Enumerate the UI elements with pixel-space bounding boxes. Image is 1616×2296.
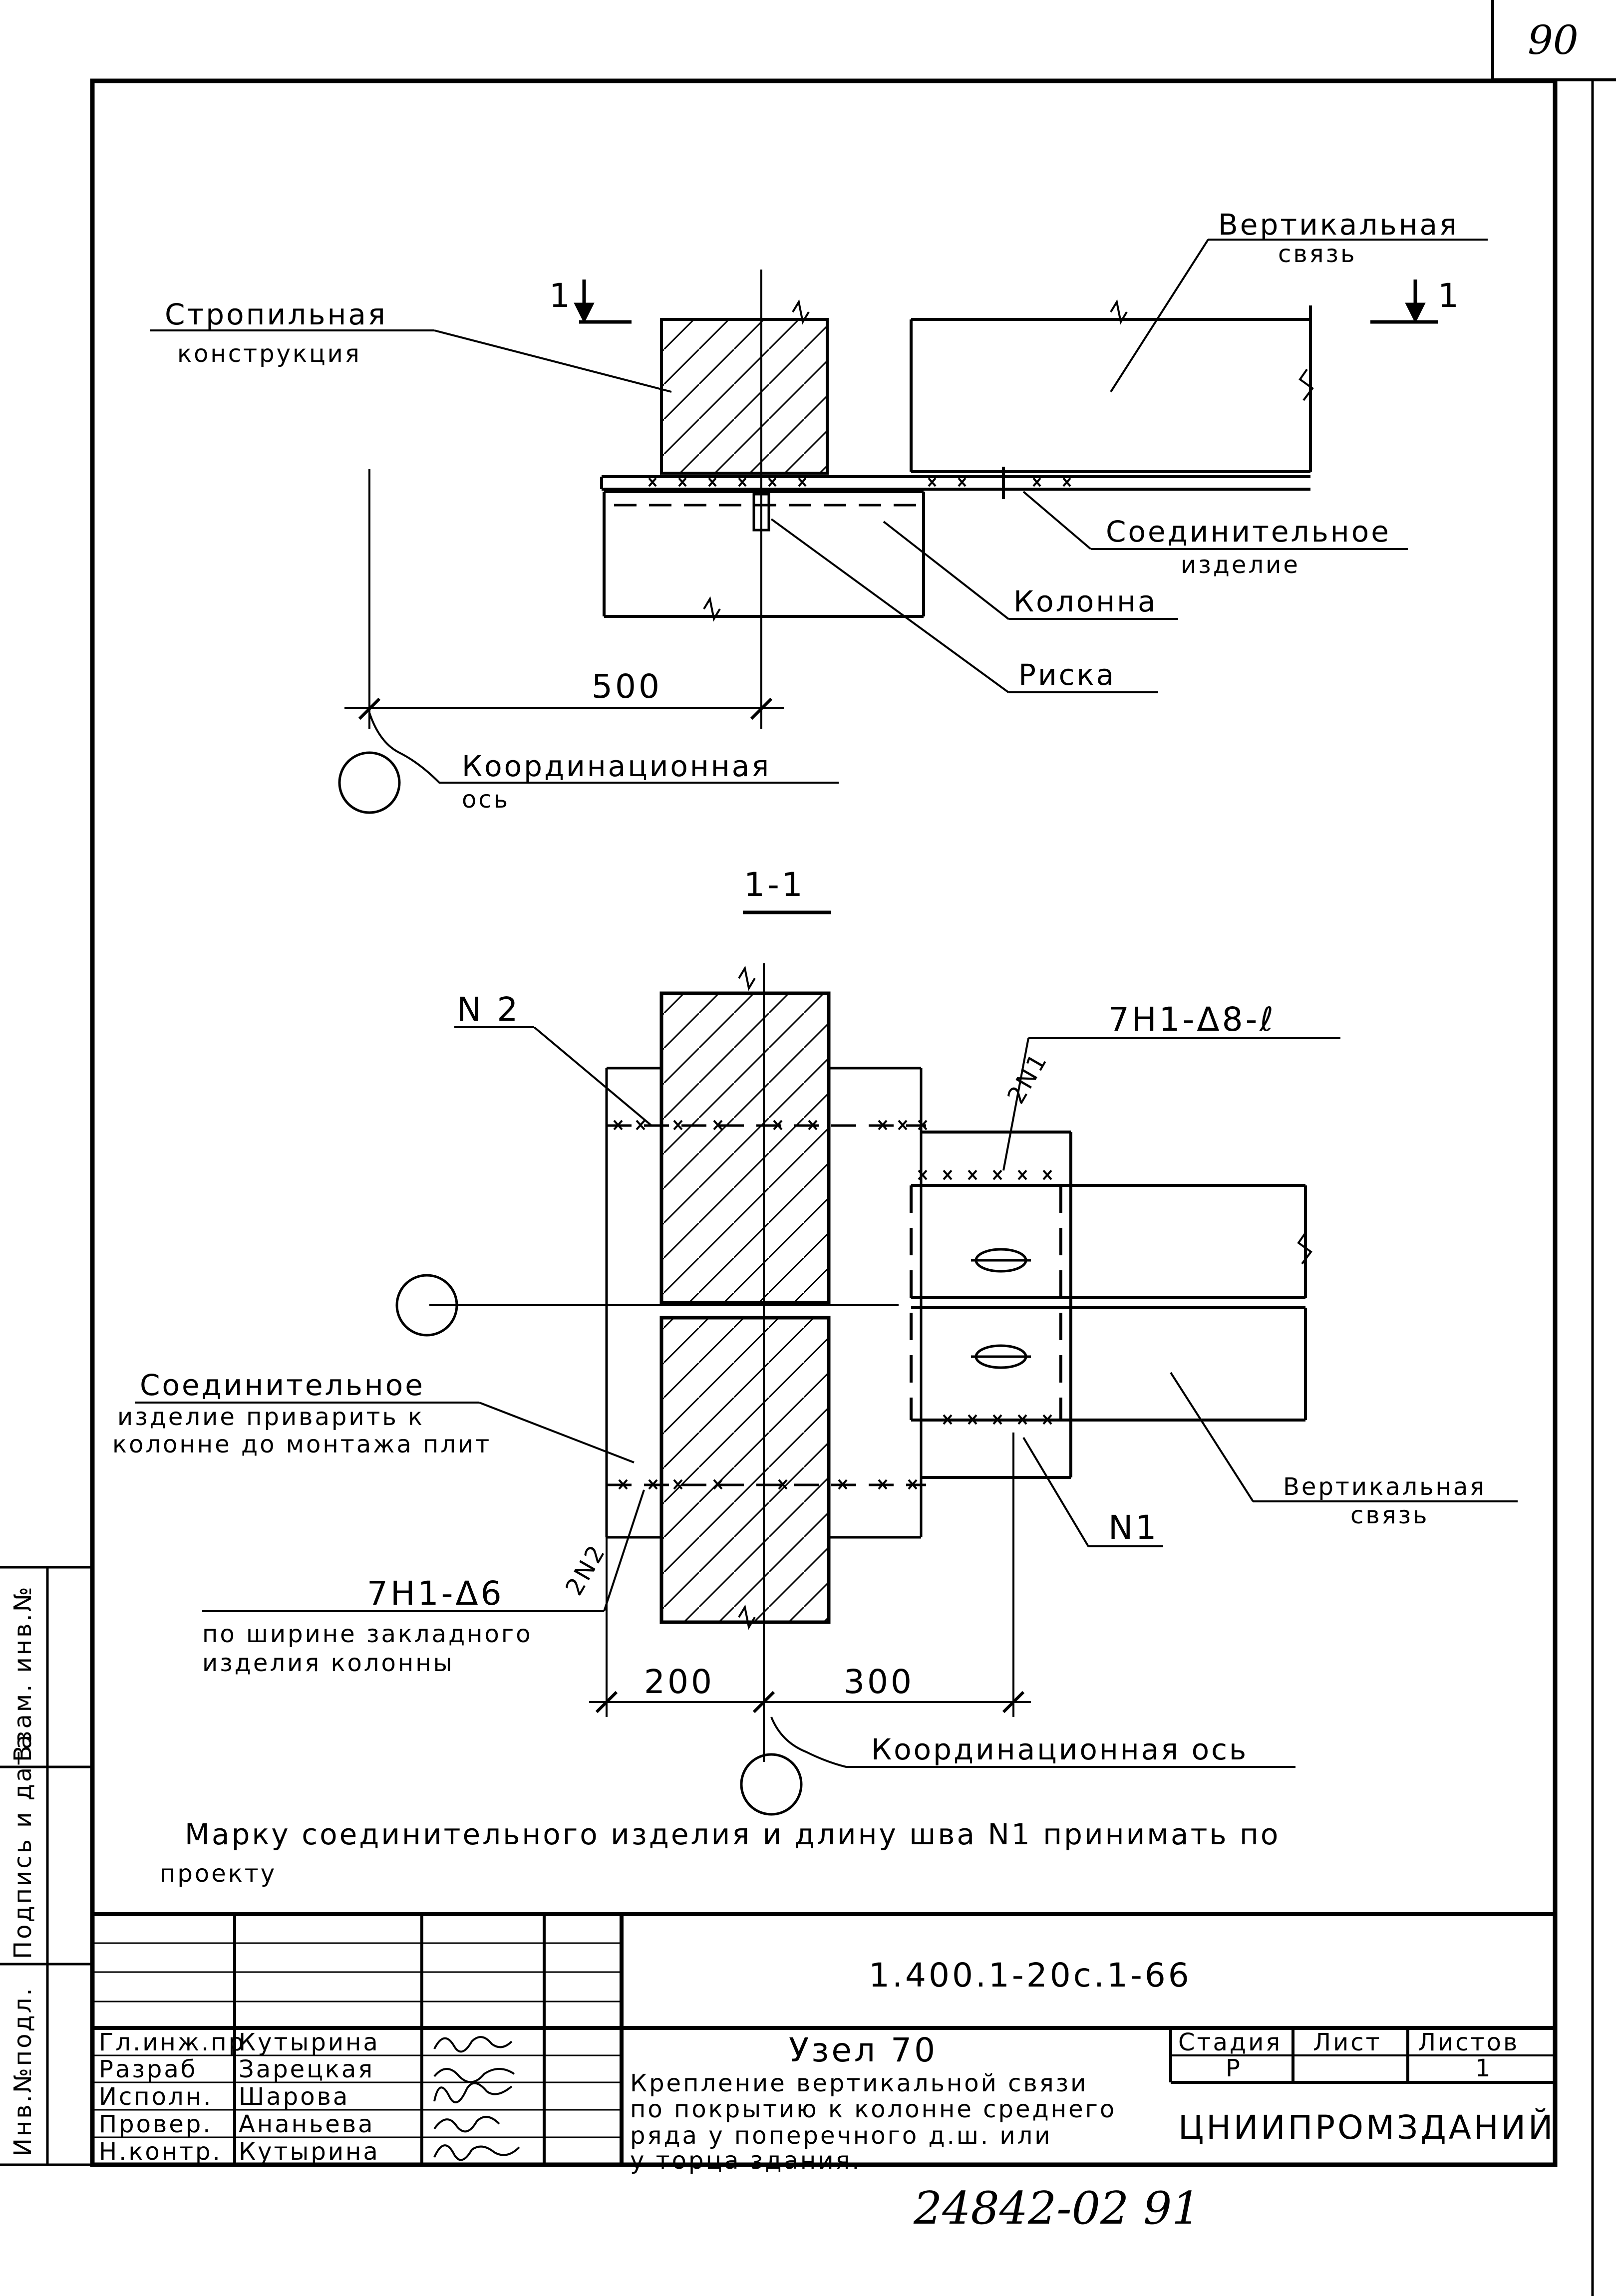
bolts	[971, 1248, 1031, 1369]
label-connector-1: Соединительное	[1106, 515, 1391, 549]
column-block-bottom	[659, 1316, 831, 1624]
axis-bubble-elevation	[338, 751, 401, 814]
label-connector-note-3: колонне до монтажа плит	[112, 1431, 491, 1458]
name-2: Шарова	[239, 2083, 349, 2111]
section-view: 1-1	[112, 865, 1518, 1816]
break-marks-elevation	[703, 299, 1314, 622]
header-sheets: Листов	[1418, 2028, 1519, 2056]
name-3: Ананьева	[239, 2110, 375, 2138]
section-mark-left: 1	[549, 277, 573, 315]
column-elevation	[603, 490, 925, 618]
label-vbrace-1: Вертикальная	[1218, 208, 1459, 242]
node-title: Узел 70	[789, 2031, 938, 2069]
vertical-brace-elevation	[910, 305, 1312, 473]
desc-line-4: у торца здания.	[630, 2147, 862, 2175]
label-axis-2: ось	[462, 786, 510, 814]
role-0: Гл.инж.пр	[99, 2028, 246, 2056]
note-line-1: Марку соединительного изделия и длину шв…	[185, 1817, 1280, 1851]
page-number: 90	[1528, 17, 1579, 63]
dim-200: 200	[644, 1663, 714, 1701]
label-n2: N 2	[457, 990, 520, 1029]
axis-bubble-section-left	[395, 1274, 458, 1337]
section-cut-marks	[574, 280, 1438, 324]
label-weld-note-1: по ширине закладного	[202, 1620, 533, 1648]
name-1: Зарецкая	[239, 2055, 374, 2083]
rafter-hatched	[660, 318, 829, 475]
elevation-view: 500 1 1 Стропильная констр	[150, 208, 1488, 814]
column-block-top	[659, 991, 831, 1305]
dim-500: 500	[592, 667, 662, 706]
label-vbrace-2: связь	[1278, 240, 1356, 268]
header-stage: Стадия	[1178, 2028, 1282, 2056]
name-4: Кутырина	[239, 2138, 380, 2166]
brace-gusset	[910, 1131, 1072, 1479]
section-title: 1-1	[744, 865, 805, 904]
label-axis-1: Координационная	[462, 749, 771, 783]
signatures	[433, 2036, 520, 2161]
label-2n1: 2N1	[1002, 1048, 1053, 1109]
note-line-2: проекту	[160, 1860, 277, 1888]
label-weld-left: 7Н1-Δ6	[367, 1574, 504, 1613]
role-2: Исполн.	[99, 2083, 213, 2111]
section-leaders	[135, 1026, 1518, 1612]
label-column: Колонна	[1013, 584, 1158, 618]
label-weld-note-2: изделия колонны	[202, 1649, 454, 1677]
label-axis-section: Координационная ось	[871, 1732, 1248, 1766]
axis-leader-elevation	[368, 712, 839, 784]
label-vbrace-section-1: Вертикальная	[1283, 1473, 1486, 1501]
header-sheet: Лист	[1313, 2028, 1382, 2056]
embedded-plate	[605, 1067, 926, 1539]
sheet-frame	[90, 0, 1616, 2296]
label-vbrace-section-2: связь	[1350, 1501, 1429, 1529]
sheets-value: 1	[1475, 2054, 1493, 2082]
connector-plate-elevation	[600, 475, 1310, 491]
axis-bubble-section-bottom	[740, 1753, 803, 1816]
desc-line-1: Крепление вертикальной связи	[630, 2069, 1088, 2097]
label-connector-2: изделие	[1181, 551, 1300, 579]
role-1: Разраб	[99, 2055, 197, 2083]
doc-code: 1.400.1-20с.1-66	[869, 1956, 1192, 1995]
label-n1: N1	[1108, 1508, 1159, 1547]
desc-line-2: по покрытию к колонне среднего	[630, 2095, 1116, 2123]
section-axis-lines	[429, 963, 1031, 1762]
label-risk: Риска	[1018, 658, 1116, 692]
bottom-number-extra: 91	[1143, 2182, 1201, 2235]
dim-300: 300	[844, 1663, 914, 1701]
label-2n2: 2N2	[560, 1539, 612, 1600]
side-label-inv-podl: Инв.№подл.	[9, 1986, 37, 2156]
side-stamp	[0, 1566, 92, 2166]
plate-weld-marks	[648, 467, 1071, 499]
axis-leader-section	[770, 1717, 1295, 1768]
label-rafter-1: Стропильная	[165, 297, 387, 331]
bottom-number: 24842-02	[913, 2182, 1129, 2235]
desc-line-3: ряда у поперечного д.ш. или	[630, 2122, 1052, 2150]
section-mark-right: 1	[1438, 277, 1461, 315]
elevation-leaders	[150, 239, 1488, 693]
label-weld-top-right: 7Н1-Δ8-ℓ	[1108, 1000, 1276, 1039]
name-0: Кутырина	[239, 2028, 380, 2056]
role-4: Н.контр.	[99, 2138, 222, 2166]
label-rafter-2: конструкция	[177, 340, 361, 368]
label-connector-note-2: изделие приварить к	[117, 1403, 424, 1431]
vertical-brace-section	[911, 1184, 1312, 1422]
role-3: Провер.	[99, 2110, 212, 2138]
label-connector-note-1: Соединительное	[140, 1368, 425, 1402]
side-label-podpis: Подпись и дата	[9, 1732, 37, 1959]
organization: ЦНИИПРОМЗДАНИЙ	[1178, 2108, 1555, 2147]
title-block-grid	[92, 1912, 1555, 2165]
side-label-vzam: Взам. инв.№	[9, 1585, 37, 1762]
elevation-axis-lines	[344, 270, 784, 729]
stage-value: Р	[1226, 2054, 1242, 2082]
